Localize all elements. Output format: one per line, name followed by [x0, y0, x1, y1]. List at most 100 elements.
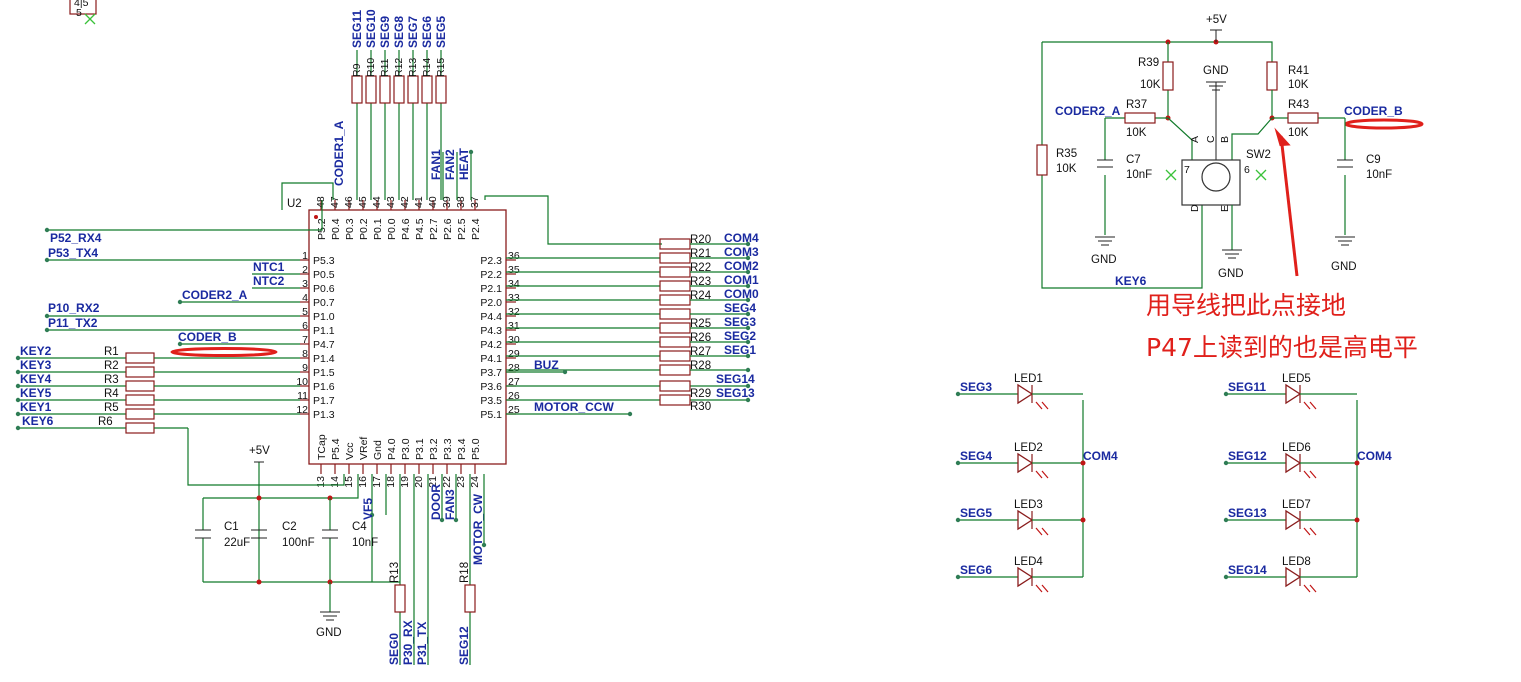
pin-name: P0.1 [372, 218, 384, 240]
pin-num: 45 [357, 196, 369, 208]
pin-name: TCap [316, 434, 328, 460]
pin-num: 19 [399, 476, 411, 488]
pin-name: P4.0 [386, 438, 398, 460]
right-res-label: R21 [690, 248, 711, 260]
pin-num: 2 [302, 264, 308, 276]
pin-num: 46 [343, 196, 355, 208]
led-seg: SEG4 [960, 449, 992, 463]
enc-coder2-a: CODER2_A [1055, 104, 1121, 118]
enc-r43-val: 10K [1288, 127, 1309, 139]
pin-name: P1.3 [313, 409, 335, 421]
pin-num: 35 [508, 264, 520, 276]
net-p53-tx4: P53_TX4 [48, 246, 98, 260]
right-net-label: SEG4 [724, 301, 756, 315]
net-vf5: VF5 [361, 498, 375, 520]
enc-pin-d: D [1189, 204, 1201, 212]
enc-gnd-2: GND [1218, 268, 1244, 280]
key-res: R2 [104, 360, 119, 372]
top-resistor-bank: SEG11R9SEG10R10SEG9R11SEG8R12SEG7R13SEG6… [350, 9, 448, 200]
net-p31-tx: P31_TX [415, 622, 429, 665]
key-net: KEY3 [20, 358, 52, 372]
top-res-label: R10 [365, 58, 377, 77]
enc-pin-e: E [1219, 205, 1231, 212]
key-net: KEY4 [20, 372, 52, 386]
led-seg: SEG14 [1228, 563, 1267, 577]
right-net-label: COM2 [724, 259, 759, 273]
u2-right-pins: 36P2.335P2.234P2.133P2.032P4.431P4.330P4… [480, 250, 519, 421]
net-seg14: SEG14 [716, 372, 755, 386]
pin-name: P4.3 [480, 325, 502, 337]
led-seg: SEG3 [960, 380, 992, 394]
right-res-label: R27 [690, 346, 711, 358]
pin-name: P3.4 [456, 438, 468, 460]
pin-name: P3.3 [442, 438, 454, 460]
pin-name: P2.5 [456, 218, 468, 240]
net-ntc1: NTC1 [253, 260, 285, 274]
pin-num: 32 [508, 306, 520, 318]
pin-name: P1.5 [313, 367, 335, 379]
pin-num: 44 [371, 196, 383, 208]
enc-gnd-3: GND [1331, 261, 1357, 273]
top-seg-net: SEG8 [392, 16, 406, 48]
right-res-label: R22 [690, 262, 711, 274]
right-net-label: COM3 [724, 245, 759, 259]
pin-name: P2.2 [480, 269, 502, 281]
annotation-line-1: 用导线把此点接地 [1146, 291, 1346, 320]
net-fan1: FAN1 [429, 149, 443, 180]
pin-name: P5.0 [470, 438, 482, 460]
pin-num: 38 [455, 196, 467, 208]
net-heat: HEAT [457, 148, 471, 180]
right-net-label: COM0 [724, 287, 759, 301]
right-net-label: SEG1 [724, 343, 756, 357]
enc-gnd-1: GND [1091, 254, 1117, 266]
enc-gnd-top: GND [1203, 65, 1229, 77]
pin-num: 24 [469, 476, 481, 488]
right-res-label: R20 [690, 234, 711, 246]
pin-num: 4 [302, 292, 308, 304]
right-res-label: R25 [690, 318, 711, 330]
key-net: KEY1 [20, 400, 52, 414]
led-icon [1017, 452, 1034, 474]
net-buz: BUZ [534, 358, 559, 372]
enc-vcc: +5V [1206, 14, 1227, 26]
led-ref: LED4 [1014, 556, 1043, 568]
cap-value: 100nF [282, 537, 315, 549]
pin-name: P4.7 [313, 339, 335, 351]
pin-num: 11 [297, 390, 308, 402]
pin-num: 13 [315, 476, 327, 488]
pin-name: Gnd [372, 440, 384, 460]
key-res: R1 [104, 346, 119, 358]
pin-num: 29 [508, 348, 520, 360]
res-r29: R29 [690, 388, 711, 400]
pin-name: P0.2 [358, 218, 370, 240]
net-seg12: SEG12 [457, 626, 471, 665]
pin-name: P4.5 [414, 218, 426, 240]
led-seg: SEG6 [960, 563, 992, 577]
vcc-label: +5V [249, 445, 270, 457]
pin-name: P3.7 [480, 367, 502, 379]
net-coder2-a: CODER2_A [182, 288, 248, 302]
pin-num: 20 [413, 476, 425, 488]
pin-num: 15 [343, 476, 355, 488]
encoder-circuit: +5V R39 10K R37 10K CODER2_A C7 10nF GND… [1036, 14, 1424, 289]
pin-name: P3.2 [428, 438, 440, 460]
net-fan2: FAN2 [443, 149, 457, 180]
pin-num: 41 [413, 196, 425, 208]
enc-r43: R43 [1288, 99, 1309, 111]
u2-chip[interactable]: U2 [287, 198, 507, 465]
pin-name: P2.4 [470, 218, 482, 240]
pin-num: 39 [441, 196, 453, 208]
pin-num: 26 [508, 390, 520, 402]
pin-name: P0.0 [386, 218, 398, 240]
top-seg-net: SEG5 [434, 16, 448, 48]
enc-pin-7: 7 [1184, 164, 1190, 176]
right-misc-nets: BUZ SEG14 R29 SEG13 R30 MOTOR_CCW [506, 358, 755, 417]
pin-name: P1.0 [313, 311, 335, 323]
right-net-label: SEG2 [724, 329, 756, 343]
led-ref: LED7 [1282, 499, 1311, 511]
pin-num: 47 [329, 196, 341, 208]
pin-num: 28 [508, 362, 520, 374]
